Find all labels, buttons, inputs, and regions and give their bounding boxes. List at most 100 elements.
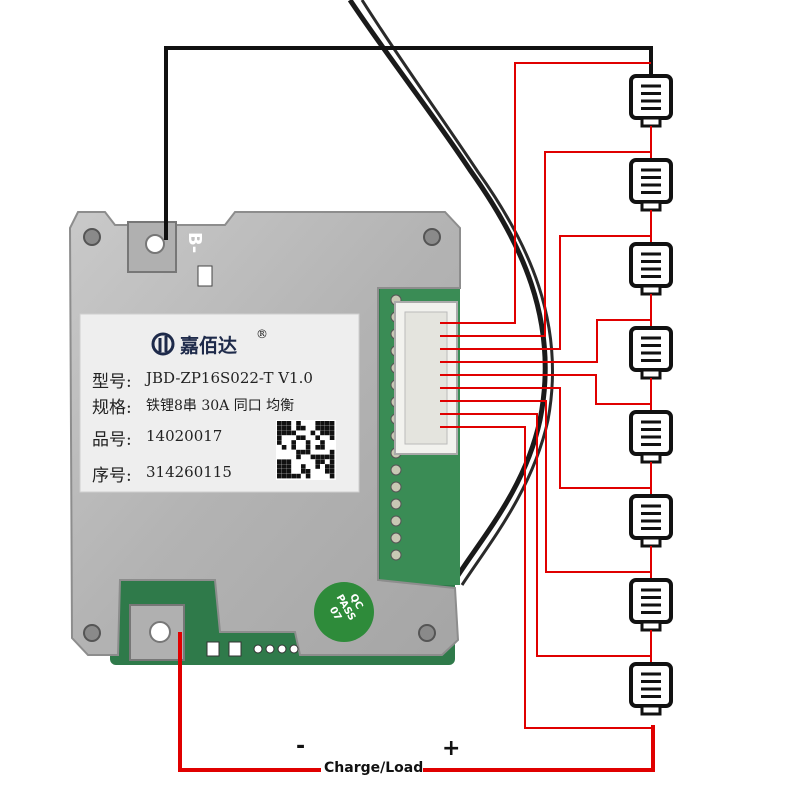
battery-cell-icon [629,578,673,632]
qr-module [291,440,296,445]
balance-wire [440,400,651,573]
qr-module [315,421,320,426]
serial-value: 314260115 [146,463,232,481]
qr-module [301,469,306,474]
qr-module [301,449,306,455]
qr-module [329,469,335,474]
through-hole [390,481,402,493]
qr-module [329,430,335,436]
qr-module [305,469,311,474]
through-hole [390,515,402,527]
model-value: JBD-ZP16S022-T V1.0 [146,369,313,387]
balance-wire [440,62,651,324]
qr-module [296,449,301,455]
qr-module [281,459,287,464]
spec-label: 规格: [92,398,132,418]
qr-module [277,440,282,445]
qr-module [281,430,287,436]
qr-module [329,464,335,469]
qr-module [277,421,282,426]
qr-module [320,425,325,431]
qr-module [277,435,282,440]
serial-label: 序号: [92,466,132,486]
qr-module [310,454,316,460]
qr-module [315,454,320,460]
battery-cell-icon [629,410,673,464]
part-label: 品号: [92,430,132,450]
qr-module [301,464,306,469]
qr-module [281,445,287,450]
qr-module [281,473,287,479]
qr-module [310,430,316,436]
battery-cell-icon [629,326,673,380]
qr-module [296,421,301,426]
charge-load-bg [321,760,423,780]
qr-module [329,473,335,479]
qr-module [281,421,287,426]
qr-module [325,430,330,436]
qr-module [320,454,325,460]
qr-module [296,454,301,460]
qr-module [315,435,320,440]
qr-module [277,425,282,431]
battery-cell-icon [629,494,673,548]
qr-module [277,430,282,436]
qr-module [329,421,335,426]
minus-label: - [296,734,306,759]
balance-wire [440,235,651,350]
balance-wire [440,387,651,489]
qr-module [286,464,292,469]
qr-module [320,445,325,450]
qr-module [281,464,287,469]
qr-module [281,425,287,431]
qr-module [320,459,325,464]
through-hole [390,464,402,476]
qr-module [296,425,301,431]
qr-module [277,464,282,469]
qr-module [291,445,296,450]
qr-module [315,425,320,431]
battery-cell-icon [629,242,673,296]
qr-module [291,430,296,436]
qr-module [325,464,330,469]
balance-wires [440,62,651,729]
qr-module [315,459,320,464]
qr-module [320,421,325,426]
spec-value: 铁锂8串 30A 同口 均衡 [146,398,295,414]
qr-module [329,454,335,460]
balance-wire [440,413,651,657]
battery-stack [629,74,673,716]
qr-module [296,435,301,440]
qr-module [320,440,325,445]
through-hole [390,532,402,544]
qr-module [305,440,311,445]
qr-module [296,473,301,479]
qr-module [329,425,335,431]
qr-module [305,445,311,450]
qr-module [286,425,292,431]
qr-module [286,473,292,479]
qr-module [286,421,292,426]
qr-module [286,469,292,474]
qr-module [325,421,330,426]
qr-module [315,464,320,469]
sense-cable [347,0,548,582]
part-value: 14020017 [146,427,223,445]
qr-module [277,469,282,474]
qr-module [325,425,330,431]
qr-module [277,473,282,479]
qr-module [325,469,330,474]
model-label: 型号: [92,372,132,392]
qr-module [291,473,296,479]
qr-module [286,459,292,464]
balance-wire [440,319,651,363]
qr-module [320,430,325,436]
qr-module [325,454,330,460]
qc-pass-sticker [314,582,374,642]
registered-mark: ® [256,327,268,341]
battery-cell-icon [629,74,673,128]
screw-holes [83,228,441,642]
qr-module [286,430,292,436]
